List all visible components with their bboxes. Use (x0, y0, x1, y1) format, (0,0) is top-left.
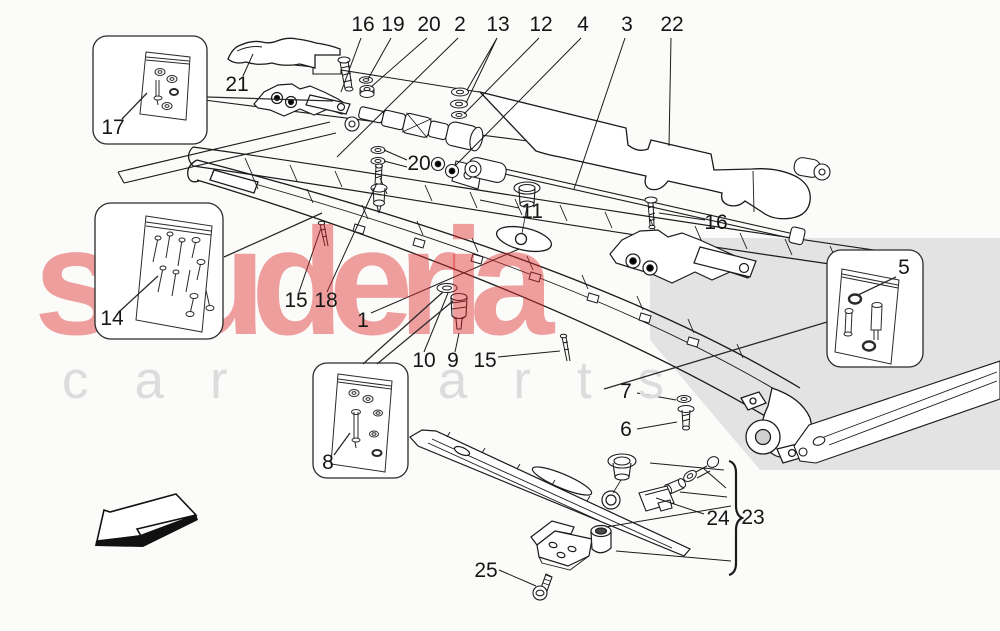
screw-25 (532, 573, 553, 601)
callout-label-7: 7 (620, 380, 632, 403)
grommet-6 (677, 405, 695, 431)
callout-label-15: 15 (284, 289, 308, 312)
callout-label-15: 15 (473, 349, 497, 372)
callout-label-24: 24 (706, 507, 730, 530)
callout-label-10: 10 (412, 349, 436, 372)
rail-tabs (352, 223, 700, 348)
kit-bag-14 (135, 215, 215, 333)
kit-bag-8 (330, 373, 393, 473)
callout-label-11: 11 (521, 200, 543, 223)
direction-arrow-icon (95, 493, 198, 547)
rail-mounting-pad (495, 206, 553, 253)
callout-label-1: 1 (357, 309, 369, 332)
gas-rod-3 (464, 157, 831, 246)
bushing-11 (513, 181, 541, 208)
pivot-barrel (590, 524, 612, 554)
stud-18 (370, 163, 388, 214)
washer-19 (359, 76, 373, 84)
kit-bag-17 (139, 51, 191, 121)
callout-label-12: 12 (529, 13, 553, 36)
kit-box-5 (603, 249, 924, 390)
callout-label-5: 5 (898, 256, 910, 279)
bolt-washer-sleeve-24 (663, 456, 720, 495)
kit-bag-5 (834, 268, 900, 365)
callout-label-3: 3 (621, 13, 633, 36)
callout-label-21: 21 (225, 73, 249, 96)
callout-label-17: 17 (101, 116, 125, 139)
kit-box-17 (92, 35, 334, 145)
flush-cup (607, 453, 637, 481)
callout-label-18: 18 (314, 289, 338, 312)
hinge-bracket (530, 520, 593, 571)
nut-20-top (359, 85, 375, 98)
callout-label-2: 2 (454, 13, 466, 36)
callout-label-9: 9 (447, 349, 459, 372)
callout-label-20: 20 (417, 13, 441, 36)
cover-panel-21 (227, 37, 341, 69)
callout-label-23: 23 (741, 506, 765, 529)
callout-label-25: 25 (474, 559, 498, 582)
kit-box-14 (94, 202, 323, 340)
screw-16-right (644, 196, 658, 230)
washer-7 (676, 395, 692, 403)
kit-box-8 (312, 291, 454, 479)
right-latch-mechanism (609, 229, 757, 284)
callout-label-16: 16 (351, 13, 375, 36)
pin-15-left (317, 220, 329, 247)
callout-label-22: 22 (660, 13, 684, 36)
washers-13-12 (450, 87, 469, 119)
callout-label-16: 16 (704, 211, 728, 234)
actuator-rod-2 (344, 106, 484, 152)
callout-label-8: 8 (322, 451, 334, 474)
leader-lines (242, 37, 732, 587)
washer-10 (436, 283, 458, 293)
body-strip-right (793, 360, 1000, 464)
cover-panel-22 (478, 90, 811, 220)
callout-label-13: 13 (486, 13, 510, 36)
brace-23 (728, 459, 745, 577)
callout-label-14: 14 (100, 307, 124, 330)
callout-label-6: 6 (620, 418, 632, 441)
callout-label-20: 20 (407, 152, 431, 175)
callout-label-19: 19 (381, 13, 405, 36)
callout-label-4: 4 (577, 13, 589, 36)
pin-15-right (559, 333, 571, 362)
screw-9 (450, 292, 468, 330)
screw-16-top (337, 56, 354, 92)
